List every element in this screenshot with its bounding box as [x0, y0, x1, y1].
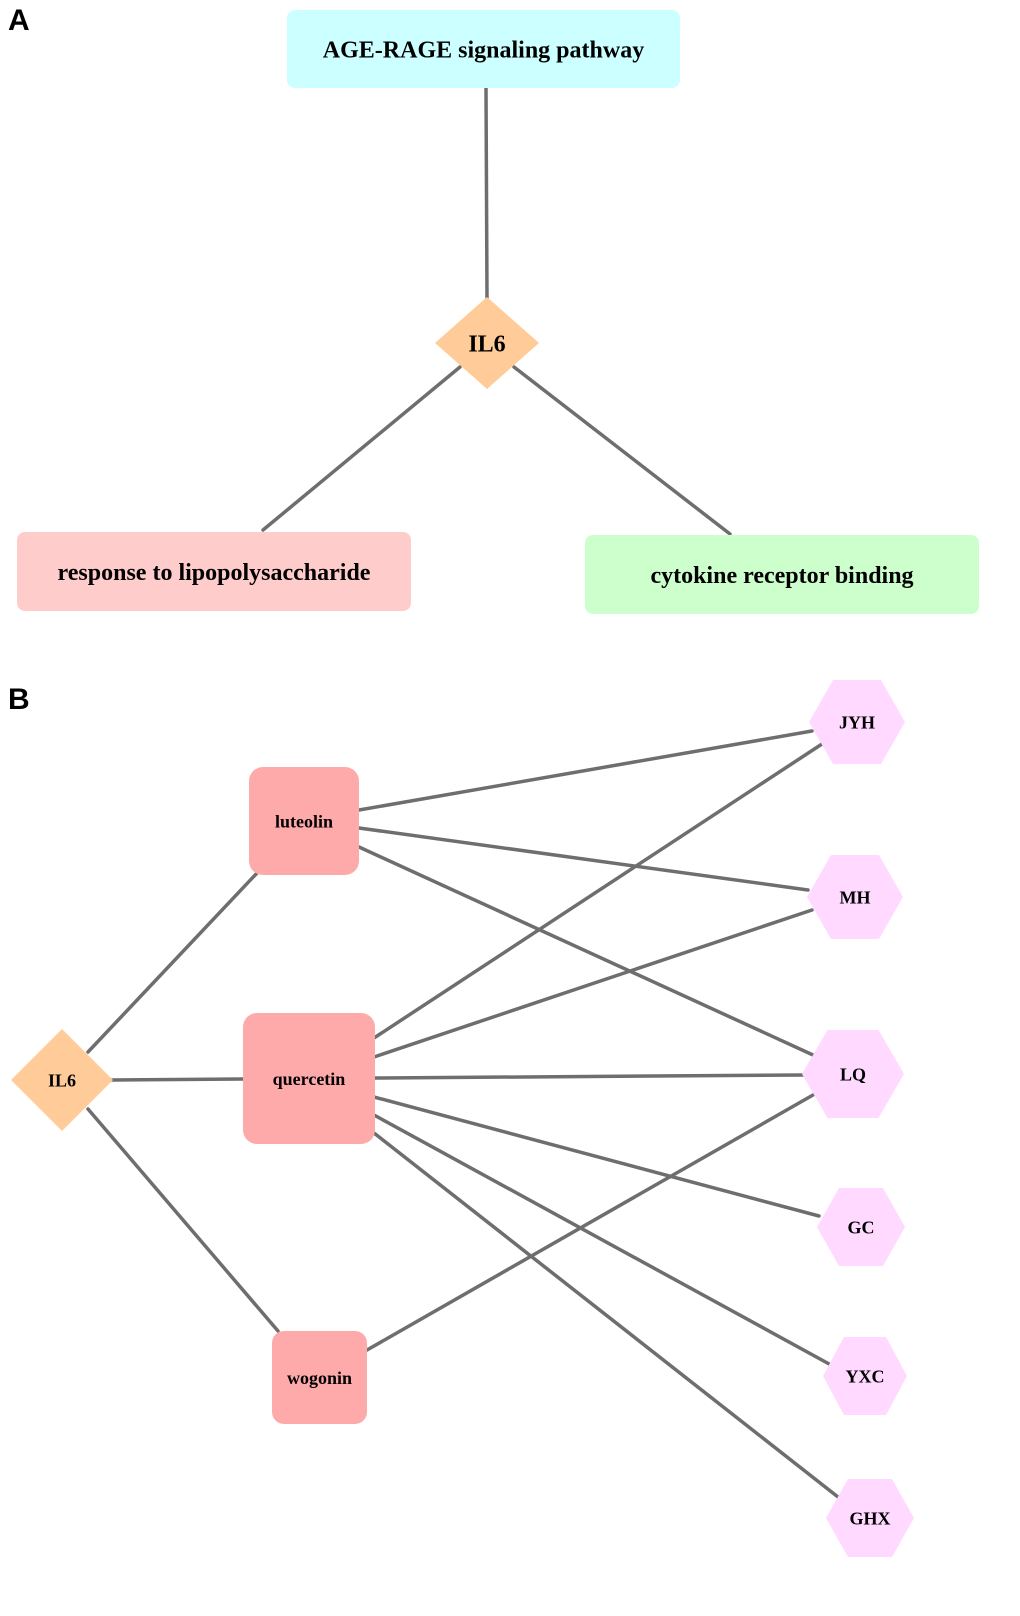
node-label: JYH	[839, 712, 875, 732]
edge-wogonin-lq	[365, 1093, 815, 1352]
node-label: cytokine receptor binding	[650, 563, 913, 589]
hexagon-shape	[807, 855, 903, 939]
hexagon-shape	[826, 1479, 914, 1557]
node-label: IL6	[48, 1070, 76, 1090]
node-label: luteolin	[275, 811, 333, 831]
node-lps[interactable]: response to lipopolysaccharide	[17, 532, 411, 611]
round-square-shape	[272, 1331, 367, 1424]
edge-quercetin-mh	[372, 908, 814, 1059]
node-il6[interactable]: IL6	[435, 297, 539, 389]
edge-quercetin-lq	[372, 1073, 805, 1080]
edge-age-rage-il6	[484, 86, 489, 300]
round-square-shape	[249, 767, 359, 875]
edge-il6b-luteolin	[86, 871, 259, 1054]
diamond-shape	[11, 1029, 113, 1131]
node-age-rage[interactable]: AGE-RAGE signaling pathway	[287, 10, 680, 88]
edge-luteolin-lq	[357, 845, 815, 1057]
round-rect-shape	[585, 535, 979, 614]
edge-quercetin-ghx	[372, 1131, 840, 1499]
node-label: GHX	[849, 1508, 890, 1528]
node-label: response to lipopolysaccharide	[58, 560, 371, 586]
node-mh[interactable]: MH	[807, 855, 903, 939]
diamond-shape	[435, 297, 539, 389]
panel-label-a: A	[8, 4, 30, 37]
panel-label-b: B	[8, 683, 30, 716]
node-cytokine[interactable]: cytokine receptor binding	[585, 535, 979, 614]
hexagon-shape	[802, 1030, 904, 1118]
node-il6b[interactable]: IL6	[11, 1029, 113, 1131]
node-label: IL6	[468, 331, 505, 357]
edge-il6b-quercetin	[110, 1077, 245, 1082]
node-lq[interactable]: LQ	[802, 1030, 904, 1118]
node-label: GC	[848, 1217, 875, 1237]
round-rect-shape	[17, 532, 411, 611]
edge-quercetin-gc	[372, 1095, 821, 1218]
edge-luteolin-mh	[357, 826, 810, 892]
hexagon-shape	[823, 1337, 907, 1415]
edges-layer	[86, 86, 840, 1499]
node-label: LQ	[840, 1064, 866, 1084]
edge-il6b-wogonin	[86, 1107, 280, 1333]
node-label: MH	[840, 887, 871, 907]
edge-quercetin-yxc	[372, 1113, 833, 1367]
node-quercetin[interactable]: quercetin	[243, 1013, 375, 1144]
round-rect-shape	[287, 10, 680, 88]
node-label: wogonin	[287, 1368, 352, 1388]
hexagon-shape	[817, 1188, 905, 1266]
node-label: YXC	[846, 1366, 885, 1386]
node-gc[interactable]: GC	[817, 1188, 905, 1266]
edge-quercetin-jyh	[372, 742, 824, 1040]
node-label: quercetin	[273, 1069, 346, 1089]
node-label: AGE-RAGE signaling pathway	[323, 37, 644, 63]
node-yxc[interactable]: YXC	[823, 1337, 907, 1415]
edge-il6-cytokine	[512, 365, 732, 536]
node-luteolin[interactable]: luteolin	[249, 767, 359, 875]
round-square-shape	[243, 1013, 375, 1144]
node-jyh[interactable]: JYH	[809, 680, 905, 764]
node-wogonin[interactable]: wogonin	[272, 1331, 367, 1424]
hexagon-shape	[809, 680, 905, 764]
node-ghx[interactable]: GHX	[826, 1479, 914, 1557]
edge-luteolin-jyh	[357, 729, 814, 812]
edge-il6-lps	[261, 365, 462, 532]
